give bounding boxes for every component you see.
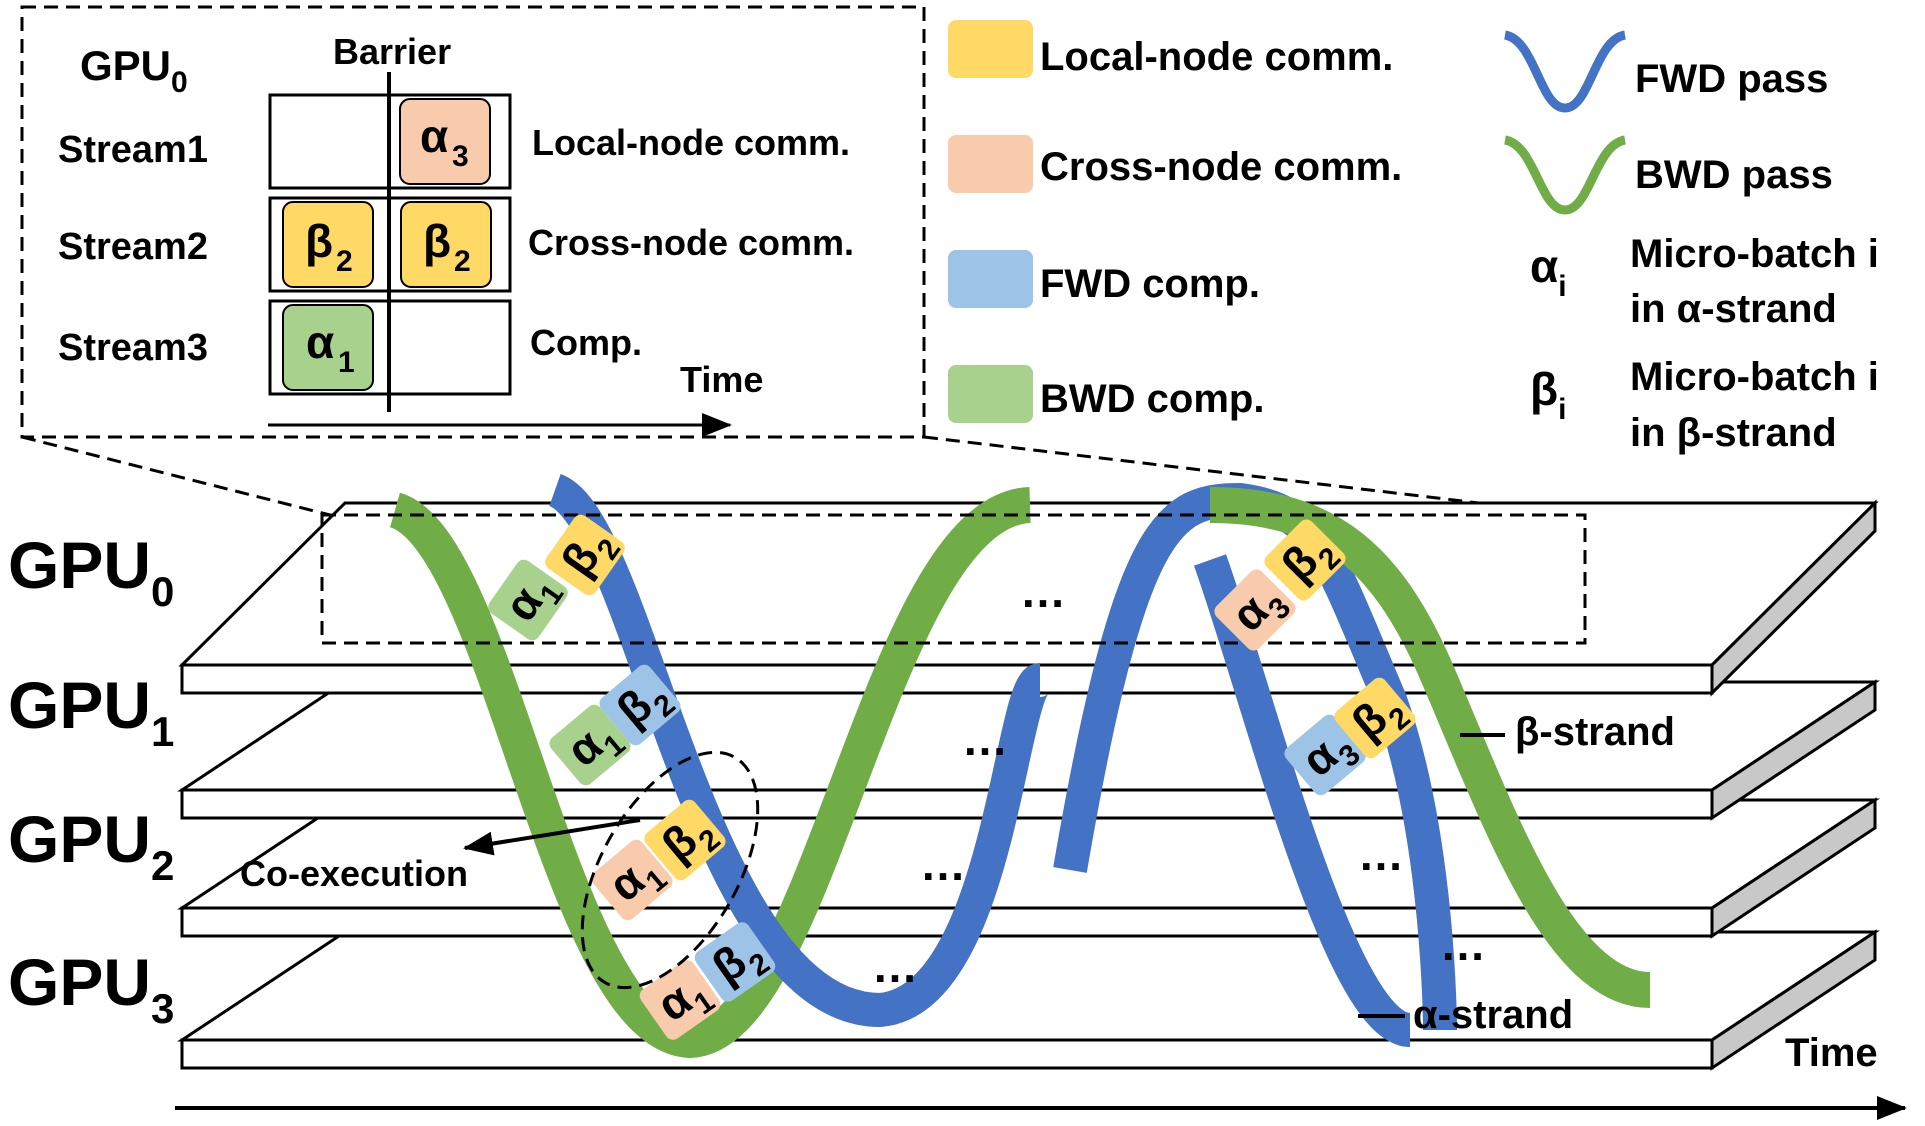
svg-text:2: 2 — [454, 245, 471, 278]
svg-text:β: β — [305, 215, 333, 267]
chip-gpu1-beta2-right: β 2 — [1334, 677, 1417, 759]
ellipsis-gpu3-left: … — [872, 940, 918, 992]
chip-gpu3-alpha1: α 1 — [639, 960, 721, 1040]
legend-bwd-pass-label: BWD pass — [1635, 153, 1833, 197]
bwd-strand-left — [387, 487, 1033, 1059]
legend-fwd-pass-label: FWD pass — [1635, 57, 1828, 101]
inset-stream2-label: Stream2 — [58, 226, 208, 268]
svg-text:1: 1 — [338, 346, 355, 379]
legend-swatch-local — [948, 20, 1033, 78]
svg-text:3: 3 — [452, 140, 469, 173]
legend-label-local: Local-node comm. — [1040, 35, 1393, 79]
chip-gpu2-alpha1: α 1 — [591, 839, 674, 921]
zoom-line-left — [21, 435, 331, 517]
inset-chip-beta2-right: β 2 — [400, 201, 492, 288]
legend-swatch-bwd — [948, 365, 1033, 423]
main-time-label: Time — [1785, 1031, 1878, 1075]
chip-gpu0-beta2-right: β 2 — [1264, 519, 1347, 601]
chip-gpu1-alpha1: α 1 — [549, 704, 632, 786]
legend-alpha-desc-2: in α-strand — [1630, 287, 1837, 331]
fwd-strand-left — [547, 473, 1051, 1028]
legend-beta-desc-2: in β-strand — [1630, 411, 1837, 455]
inset-row-label-2: Cross-node comm. — [528, 222, 854, 263]
legend: Local-node comm. Cross-node comm. FWD co… — [948, 20, 1879, 455]
svg-text:α: α — [420, 110, 448, 162]
ellipsis-gpu0: … — [1020, 565, 1066, 617]
legend-beta-desc-1: Micro-batch i — [1630, 355, 1879, 399]
inset-stream3-label: Stream3 — [58, 327, 208, 369]
chip-gpu1-beta2: β 2 — [599, 664, 682, 746]
co-execution-arrow — [463, 818, 641, 856]
gpu0-label: GPU0 — [8, 528, 174, 615]
svg-text:β: β — [423, 215, 451, 267]
chip-gpu3-beta2: β 2 — [694, 922, 776, 1002]
co-execution-ellipse — [580, 750, 760, 990]
inset-row-label-1: Local-node comm. — [532, 122, 850, 163]
beta-strand-label: β-strand — [1515, 710, 1675, 754]
inset-panel: GPU0 Barrier Stream1 Stream2 Stream3 α 3… — [20, 5, 1581, 517]
legend-swatch-fwd — [948, 250, 1033, 308]
legend-label-bwd: BWD comp. — [1040, 377, 1264, 421]
ellipsis-gpu2-left: … — [920, 838, 966, 890]
chip-gpu0-beta2: β 2 — [545, 514, 627, 596]
ellipsis-gpu3-right: … — [1440, 918, 1486, 970]
main-chips: α 1 β 2 α 3 β 2 α 1 β 2 α — [488, 514, 1417, 1040]
legend-alpha-desc-1: Micro-batch i — [1630, 232, 1879, 276]
ellipsis-gpu2-right: … — [1358, 828, 1404, 880]
inset-gpu-label: GPU0 — [80, 42, 188, 99]
inset-barrier-label: Barrier — [333, 31, 451, 72]
main-zoom-box — [320, 513, 1587, 645]
chip-gpu0-alpha3: α 3 — [1214, 569, 1297, 651]
chip-gpu2-beta2: β 2 — [644, 799, 727, 881]
gpu3-label: GPU3 — [8, 945, 174, 1032]
legend-label-cross: Cross-node comm. — [1040, 145, 1402, 189]
inset-row-label-3: Comp. — [530, 322, 642, 363]
gpu2-label: GPU2 — [8, 802, 174, 889]
legend-beta-symbol: βi — [1530, 363, 1566, 426]
co-execution-label: Co-execution — [240, 853, 468, 894]
chip-gpu0-alpha1: α 1 — [488, 559, 570, 641]
legend-label-fwd: FWD comp. — [1040, 262, 1260, 306]
gpu1-label: GPU1 — [8, 668, 174, 755]
svg-text:α: α — [306, 316, 334, 368]
legend-fwd-pass-icon — [1503, 30, 1627, 113]
alpha-strand-label: α-strand — [1413, 993, 1573, 1037]
strands — [387, 473, 1652, 1059]
legend-bwd-pass-icon — [1503, 135, 1627, 215]
legend-alpha-symbol: αi — [1530, 240, 1567, 303]
inset-chip-alpha3: α 3 — [399, 98, 491, 185]
inset-time-label: Time — [680, 359, 763, 400]
svg-text:2: 2 — [336, 245, 353, 278]
inset-border — [20, 5, 926, 439]
inset-stream1-label: Stream1 — [58, 129, 208, 171]
inset-chip-beta2-left: β 2 — [282, 201, 374, 288]
legend-swatch-cross — [948, 135, 1033, 193]
inset-chip-alpha1: α 1 — [282, 304, 374, 391]
ellipsis-gpu1: … — [962, 713, 1008, 765]
